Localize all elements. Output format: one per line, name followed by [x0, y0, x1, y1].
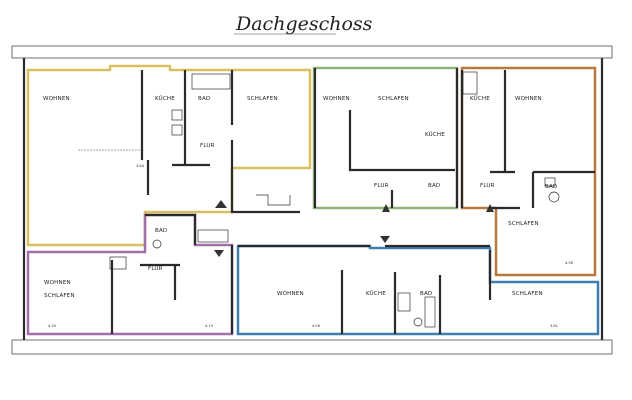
fixtures — [109, 71, 560, 328]
room-label: BAD — [198, 96, 210, 102]
room-label: FLUR — [480, 183, 495, 189]
dimension-label: 3.81 — [550, 324, 558, 328]
room-label: WOHNEN — [323, 96, 350, 102]
room-label: BAD — [420, 291, 432, 297]
stair-icon — [256, 194, 291, 206]
dimension-label: 3.64 — [136, 164, 145, 168]
roof-edge-bottom — [11, 339, 613, 355]
plan-title: Dachgeschoss — [235, 13, 373, 35]
room-label: WOHNEN — [515, 96, 542, 102]
unit-blue-outline — [236, 244, 600, 336]
unit-yellow-outline — [26, 64, 312, 247]
room-label: WOHNEN — [43, 96, 70, 102]
dimension-label: 4.30 — [48, 324, 57, 328]
interior-walls — [110, 68, 595, 334]
room-label: KÜCHE — [470, 95, 490, 102]
dimension-label: 4.06 — [312, 324, 321, 328]
outer-walls — [22, 58, 604, 340]
room-label: FLUR — [200, 143, 215, 149]
room-label: BAD — [155, 228, 167, 234]
room-label: SCHLAFEN — [378, 96, 409, 102]
room-label: FLUR — [148, 266, 163, 272]
room-label: FLUR — [374, 183, 389, 189]
room-label: WOHNEN — [44, 280, 71, 286]
room-label: SCHLAFEN — [512, 291, 543, 297]
room-label: WOHNEN — [277, 291, 304, 297]
unit-purple-outline — [26, 213, 234, 336]
room-label: KÜCHE — [425, 131, 445, 138]
room-label: SCHLAFEN — [247, 96, 278, 102]
room-label: KÜCHE — [155, 95, 175, 102]
room-label: BAD — [545, 184, 557, 190]
room-label: KÜCHE — [366, 290, 386, 297]
dimension-label: 4.15 — [205, 324, 213, 328]
dimension-label: 4.56 — [565, 261, 574, 265]
room-label: SCHLAFEN — [44, 293, 75, 299]
room-label: SCHLAFEN — [508, 221, 539, 227]
room-label: BAD — [428, 183, 440, 189]
roof-edge-top — [11, 45, 613, 59]
